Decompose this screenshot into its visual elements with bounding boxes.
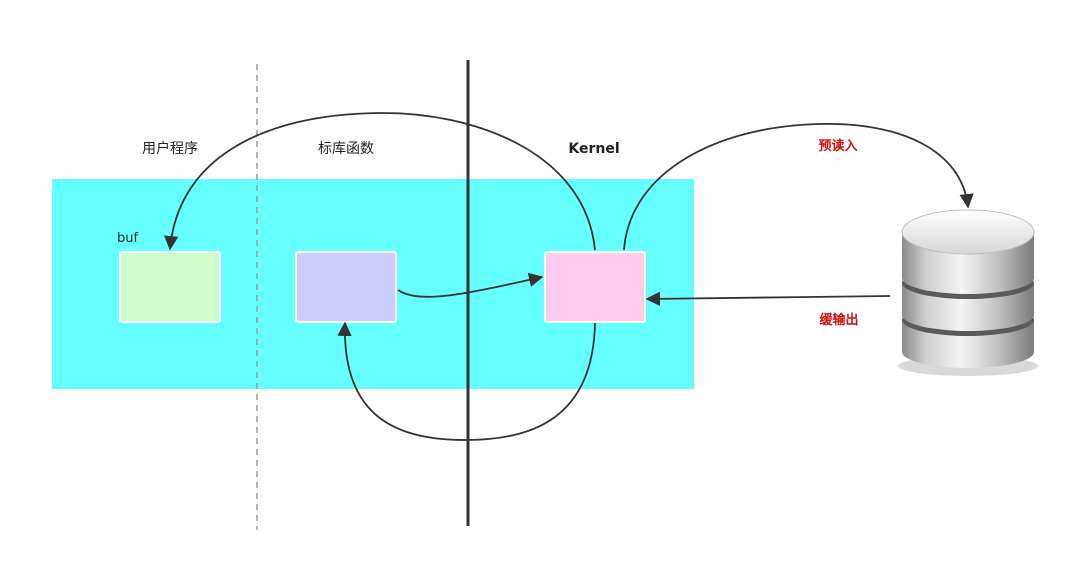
kernel-buffer-box (544, 251, 646, 323)
user-buffer-box (119, 251, 221, 323)
read-ahead-arrow (623, 123, 974, 251)
std-library-label: 标库函数 (318, 141, 374, 157)
kernel-to-library-arrow (337, 321, 596, 441)
read-ahead-label: 预读入 (818, 138, 857, 154)
user-program-label: 用户程序 (142, 140, 198, 157)
kernel-to-user-arrow (164, 112, 596, 251)
buffered-output-arrow (645, 291, 891, 307)
buffered-output-label: 缓输出 (819, 312, 858, 328)
library-to-kernel-arrow (397, 272, 544, 298)
library-buffer-box (295, 251, 397, 323)
kernel-label: Kernel (568, 141, 619, 157)
buf-label: buf (117, 231, 138, 246)
database-icon (898, 209, 1038, 376)
